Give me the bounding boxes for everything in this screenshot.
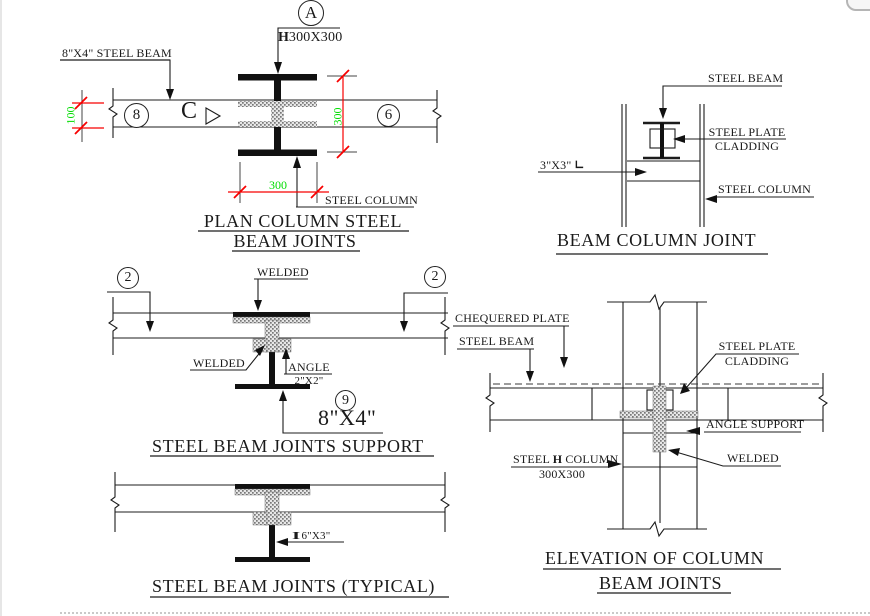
plan-arrows (166, 62, 301, 168)
bcj-plate-label-line2: CLADDING (714, 139, 780, 153)
support-beam-size-label: 8"X4" (318, 405, 377, 430)
beam-column-joint-view (538, 85, 814, 255)
typical-arrows (276, 538, 288, 546)
h-beam-icon: H (278, 30, 289, 45)
support-break-right (440, 297, 450, 355)
plan-break-left (108, 88, 118, 138)
support-hatch (232, 316, 311, 353)
elev-top-cut (607, 293, 707, 311)
elev-break-right (818, 373, 828, 432)
typical-beam-size-label: I6"X3" (291, 530, 331, 542)
bcj-beam-web (660, 123, 664, 158)
bcj-steel-beam-leader (662, 85, 782, 110)
chequered-leader (453, 325, 569, 357)
bcj-plate-label-line1: STEEL PLATE (708, 125, 786, 139)
typical-hatch (234, 488, 311, 526)
grid-bubble-2-left: 2 (117, 267, 139, 289)
grid2-right-leader (403, 292, 448, 322)
elev-plate-label-line1: STEEL PLATE (718, 339, 796, 353)
support-welded-left-label: WELDED (193, 356, 245, 370)
elev-column-size-label: 300X300 (538, 467, 586, 481)
plan-title-line2: BEAM JOINTS (233, 231, 357, 251)
support-top-plate (233, 312, 310, 317)
support-title: STEEL BEAM JOINTS SUPPORT (152, 436, 424, 456)
elev-bottom-cut (607, 520, 707, 538)
typical-break-left (110, 472, 120, 532)
grid-bubble-9: 9 (335, 390, 356, 411)
elevation-arrows (608, 383, 700, 468)
section-marker-letter: C (181, 98, 198, 124)
elevation-hatch (619, 385, 699, 453)
support-welded-top-label: WELDED (257, 265, 309, 279)
angle-leader (284, 357, 332, 375)
elev-title-line2: BEAM JOINTS (599, 573, 723, 593)
elev-welded-leader (675, 451, 781, 467)
grid-bubble-6: 6 (377, 104, 400, 127)
chequered-plate-label: CHEQUERED PLATE (455, 311, 570, 325)
plan-hatch (238, 101, 317, 127)
bcj-steel-column-label: STEEL COLUMN (718, 182, 811, 196)
grid-bubble-2-right: 2 (424, 266, 446, 288)
support-steel-beam-label: STEEL BEAM (459, 334, 535, 348)
bcj-angle-size-label: 3"X3"∟ (540, 158, 585, 172)
elev-cladding-leader (685, 353, 799, 389)
angle-profile-icon: ∟ (574, 158, 585, 172)
bcj-steel-beam-label: STEEL BEAM (708, 71, 784, 85)
plan-title-line1: PLAN COLUMN STEEL (203, 211, 403, 231)
support-angle-label-line1: ANGLE (288, 360, 330, 374)
plan-column-size-label: H300X300 (278, 30, 343, 45)
beam-size-9-leader (282, 395, 383, 434)
support-angle-label-line2: 2"X2" (294, 375, 324, 387)
dim-100-vertical: 100 (63, 106, 78, 125)
dim-300-horizontal: 300 (269, 178, 287, 192)
grid-bubble-8: 8 (124, 103, 149, 128)
typical-top-plate (235, 484, 310, 489)
welded-top-leader (254, 278, 308, 301)
plan-column-top-flange (238, 74, 317, 81)
section-marker-triangle (205, 107, 222, 125)
plan-column-bottom-flange (238, 149, 317, 156)
bcj-arrows (635, 108, 717, 203)
grid2-left-leader (107, 291, 151, 322)
typical-break-right (440, 472, 450, 532)
elev-break-left (485, 373, 495, 432)
cutoff-dotted-row (60, 612, 870, 614)
elev-title-line1: ELEVATION OF COLUMN (545, 548, 765, 568)
typical-bottom-flange (235, 557, 310, 562)
elev-weld-strip-hatch (652, 385, 667, 453)
beam-size-leader (60, 59, 171, 89)
plan-steel-column-leader (296, 166, 414, 208)
elev-plate-label-line2: CLADDING (724, 354, 790, 368)
steel-beam-mid-leader (457, 348, 534, 372)
plan-title-underlines (60, 59, 409, 252)
plan-steel-column-label: STEEL COLUMN (325, 193, 418, 207)
plan-dimensions (72, 69, 350, 199)
dim-300-vertical: 300 (330, 107, 345, 126)
bcj-title: BEAM COLUMN JOINT (557, 230, 757, 250)
i-beam-icon: I (291, 530, 301, 542)
grid-a-leader (277, 27, 340, 63)
page-left-edge (0, 0, 2, 616)
browser-tab-remnant (846, 0, 870, 11)
typical-title: STEEL BEAM JOINTS (TYPICAL) (152, 576, 436, 596)
plan-beam-size-label: 8"X4" STEEL BEAM (62, 46, 172, 60)
grid-bubble-a: A (298, 0, 324, 26)
support-arrows (146, 300, 568, 401)
h-beam-icon: H (552, 452, 563, 466)
support-bottom-flange (235, 384, 310, 389)
elev-welded-label: WELDED (727, 451, 779, 465)
plan-break-right (432, 90, 442, 143)
elev-steel-column-label: STEEL H COLUMN (513, 452, 619, 466)
elev-angle-support-label: ANGLE SUPPORT (706, 417, 805, 431)
support-break-left (108, 297, 118, 355)
